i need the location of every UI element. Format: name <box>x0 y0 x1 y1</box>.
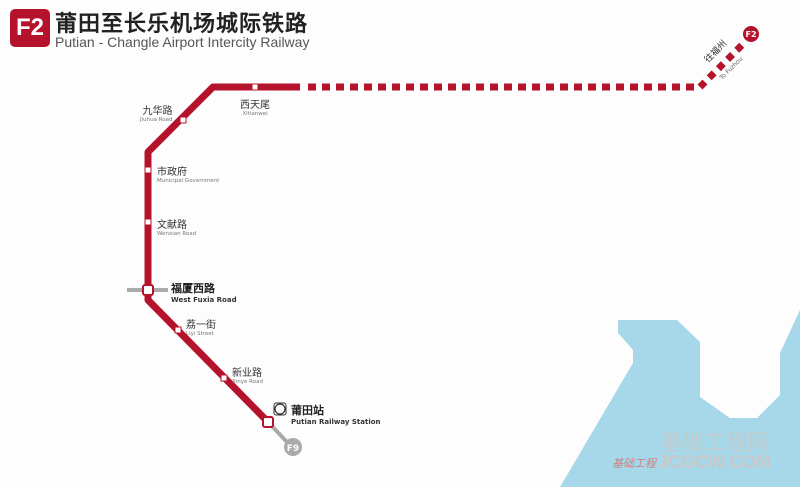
f9-label: F9 <box>287 444 299 454</box>
f9-badge[interactable] <box>284 438 302 456</box>
station-name-en: Xitianwei <box>242 111 268 117</box>
interchange-marker-fuxia[interactable] <box>142 284 154 296</box>
watermark-cn: 基础工程网 <box>660 431 771 456</box>
station-name-cn: 九华路 <box>142 106 173 117</box>
station-name-cn: 市政府 <box>157 167 187 178</box>
station-name-cn: 莆田站 <box>291 404 324 417</box>
station-name-cn: 荔一街 <box>186 320 216 331</box>
line-badge: F2 <box>10 9 50 47</box>
watermark-tag: 基础工程 <box>612 457 656 470</box>
station-name-en: Putian Railway Station <box>291 418 381 426</box>
line-f2-main <box>144 83 300 425</box>
station-name-cn: 西天尾 <box>240 100 270 111</box>
station-name-en: Wenxian Road <box>157 231 197 237</box>
station-marker-xitianwei[interactable] <box>251 83 259 91</box>
railway-station-icon <box>274 403 286 415</box>
page-subtitle: Putian - Changle Airport Intercity Railw… <box>55 34 310 50</box>
interchange-marker-putian[interactable] <box>262 416 274 428</box>
f2-direction-badge <box>743 26 759 42</box>
station-name-cn: 福厦西路 <box>171 282 215 295</box>
station-name-en: Jiuhua Road <box>140 117 173 123</box>
station-name-en: West Fuxia Road <box>171 296 237 304</box>
station-name-cn: 文献路 <box>157 220 187 231</box>
station-name-en: Xinye Road <box>232 379 263 385</box>
station-name-en: Municipal Government <box>157 178 220 184</box>
watermark-en: JCGCW.COM <box>658 452 772 472</box>
water-area <box>560 310 800 487</box>
station-name-en: Liyi Street <box>186 331 214 337</box>
station-marker-wenxian[interactable] <box>144 218 152 226</box>
station-marker-xinye[interactable] <box>220 374 228 382</box>
line-f2-planned-diagonal <box>697 42 745 90</box>
page-title: 莆田至长乐机场城际铁路 <box>55 12 309 37</box>
f2-direction-label: F2 <box>745 30 756 39</box>
station-name-cn: 新业路 <box>232 368 262 379</box>
station-marker-municipal[interactable] <box>144 166 152 174</box>
direction-cn: 往福州 <box>702 38 730 66</box>
station-marker-liyi[interactable] <box>174 326 182 334</box>
station-marker-jiuhua[interactable] <box>179 116 187 124</box>
